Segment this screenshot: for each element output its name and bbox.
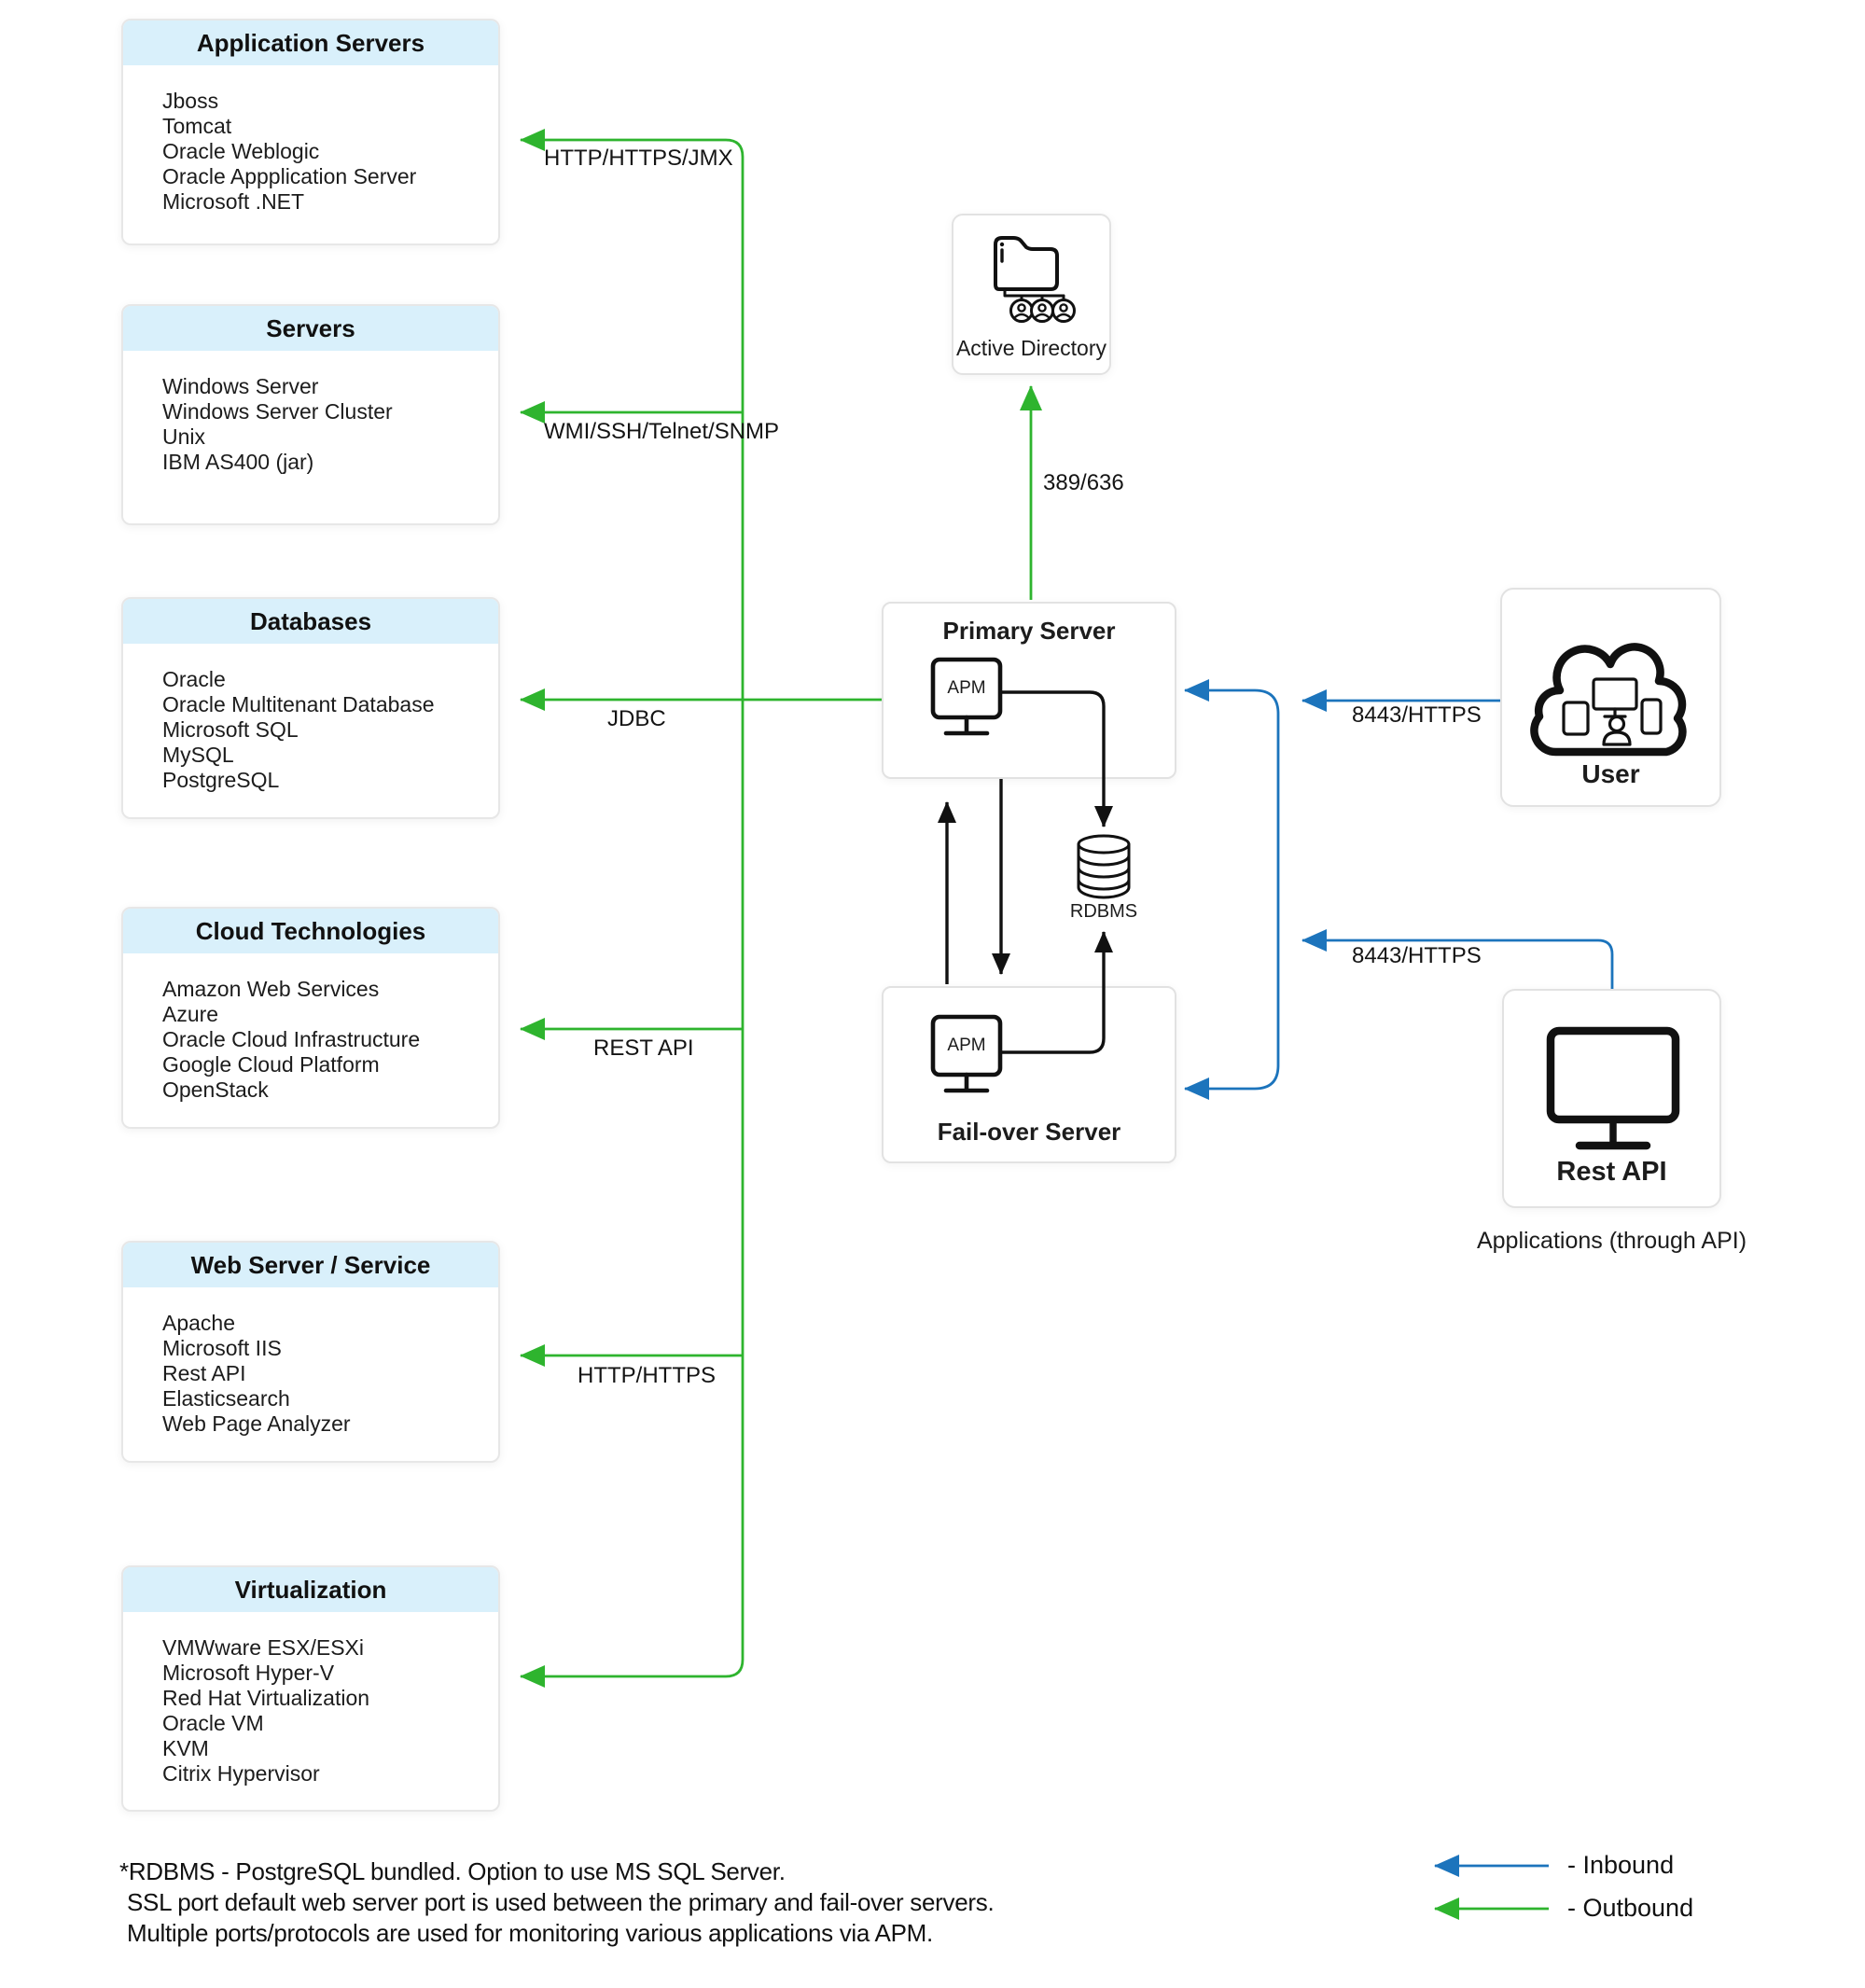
panel-item-list: Windows Server Windows Server Cluster Un… xyxy=(123,351,498,475)
panel-item: Unix xyxy=(162,424,206,449)
panel-item: Google Cloud Platform xyxy=(162,1052,380,1077)
footnotes: *RDBMS - PostgreSQL bundled. Option to u… xyxy=(119,1856,995,1949)
legend-inbound-label: - Inbound xyxy=(1567,1851,1675,1879)
panel-item-list: Oracle Oracle Multitenant Database Micro… xyxy=(123,644,498,793)
panel-item: Oracle Appplication Server xyxy=(162,164,417,188)
active-directory-label: Active Directory xyxy=(955,336,1107,360)
panel-databases: Databases Oracle Oracle Multitenant Data… xyxy=(121,597,500,819)
protocol-label-app-servers: HTTP/HTTPS/JMX xyxy=(544,146,733,171)
footnote-line: *RDBMS - PostgreSQL bundled. Option to u… xyxy=(119,1857,786,1885)
footnote-line: Multiple ports/protocols are used for mo… xyxy=(127,1919,933,1947)
panel-item: Jboss xyxy=(162,89,219,113)
panel-item: MySQL xyxy=(162,743,234,767)
failover-server-title: Fail-over Server xyxy=(937,1118,1121,1146)
panel-item: Amazon Web Services xyxy=(162,977,380,1001)
panel-item: Windows Server Cluster xyxy=(162,399,393,424)
database-cylinder-icon xyxy=(1077,834,1131,899)
user-label: User xyxy=(1581,759,1640,788)
panel-item: Microsoft IIS xyxy=(162,1336,282,1360)
connector-inbound-primary xyxy=(1184,679,1280,715)
panel-title: Cloud Technologies xyxy=(123,909,498,953)
panel-item: Web Page Analyzer xyxy=(162,1411,351,1436)
panel-item: Microsoft SQL xyxy=(162,717,299,742)
footnote-line: SSL port default web server port is used… xyxy=(127,1888,995,1916)
panel-item-list: Jboss Tomcat Oracle Weblogic Oracle Appp… xyxy=(123,65,498,215)
panel-item: KVM xyxy=(162,1736,209,1760)
panel-item: Oracle xyxy=(162,667,226,691)
protocol-label-servers: WMI/SSH/Telnet/SNMP xyxy=(544,419,780,444)
protocol-label-web: HTTP/HTTPS xyxy=(578,1363,716,1388)
panel-item: PostgreSQL xyxy=(162,768,280,792)
rdbms-label: RDBMS xyxy=(1069,901,1138,922)
protocol-label-databases: JDBC xyxy=(607,706,666,731)
panel-servers: Servers Windows Server Windows Server Cl… xyxy=(121,304,500,525)
connector-inbound-failover xyxy=(1184,714,1280,1100)
panel-item: VMWware ESX/ESXi xyxy=(162,1635,364,1660)
apm-label-primary: APM xyxy=(947,678,986,698)
panel-item: Windows Server xyxy=(162,374,319,398)
panel-title: Databases xyxy=(123,599,498,644)
panel-item: Citrix Hypervisor xyxy=(162,1761,320,1786)
legend-outbound-label: - Outbound xyxy=(1567,1894,1694,1922)
inbound-connectors xyxy=(1184,679,1614,1877)
rest-api-label: Rest API xyxy=(1556,1157,1667,1187)
protocol-label-cloud: REST API xyxy=(593,1036,694,1061)
panel-item-list: Amazon Web Services Azure Oracle Cloud I… xyxy=(123,953,498,1103)
applications-caption: Applications (through API) xyxy=(1476,1228,1747,1254)
panel-item: OpenStack xyxy=(162,1077,269,1102)
panel-title: Servers xyxy=(123,306,498,351)
panel-application-servers: Application Servers Jboss Tomcat Oracle … xyxy=(121,19,500,245)
panel-item: Rest API xyxy=(162,1361,246,1385)
panel-item: Oracle Cloud Infrastructure xyxy=(162,1027,421,1051)
panel-item: Elasticsearch xyxy=(162,1386,290,1411)
panel-item: Microsoft Hyper-V xyxy=(162,1661,335,1685)
panel-cloud-technologies: Cloud Technologies Amazon Web Services A… xyxy=(121,907,500,1129)
panel-web-server-service: Web Server / Service Apache Microsoft II… xyxy=(121,1241,500,1463)
panel-item: Apache xyxy=(162,1311,236,1335)
panel-item: Microsoft .NET xyxy=(162,189,305,214)
panel-item-list: Apache Microsoft IIS Rest API Elasticsea… xyxy=(123,1287,498,1437)
port-label-api: 8443/HTTPS xyxy=(1352,943,1482,968)
panel-item: Oracle Weblogic xyxy=(162,139,320,163)
port-label-active-directory: 389/636 xyxy=(1043,470,1124,495)
panel-item: IBM AS400 (jar) xyxy=(162,450,314,474)
primary-server-title: Primary Server xyxy=(942,617,1116,645)
panel-item: Oracle Multitenant Database xyxy=(162,692,435,716)
panel-title: Application Servers xyxy=(123,21,498,65)
panel-title: Virtualization xyxy=(123,1567,498,1612)
panel-item: Red Hat Virtualization xyxy=(162,1686,370,1710)
panel-item: Tomcat xyxy=(162,114,232,138)
panel-item-list: VMWware ESX/ESXi Microsoft Hyper-V Red H… xyxy=(123,1612,498,1786)
panel-title: Web Server / Service xyxy=(123,1243,498,1287)
apm-label-failover: APM xyxy=(947,1036,986,1055)
panel-item: Oracle VM xyxy=(162,1711,264,1735)
panel-virtualization: Virtualization VMWware ESX/ESXi Microsof… xyxy=(121,1565,500,1812)
panel-item: Azure xyxy=(162,1002,219,1026)
port-label-user: 8443/HTTPS xyxy=(1352,702,1482,728)
connector-outbound-virtualization xyxy=(520,1659,745,1688)
